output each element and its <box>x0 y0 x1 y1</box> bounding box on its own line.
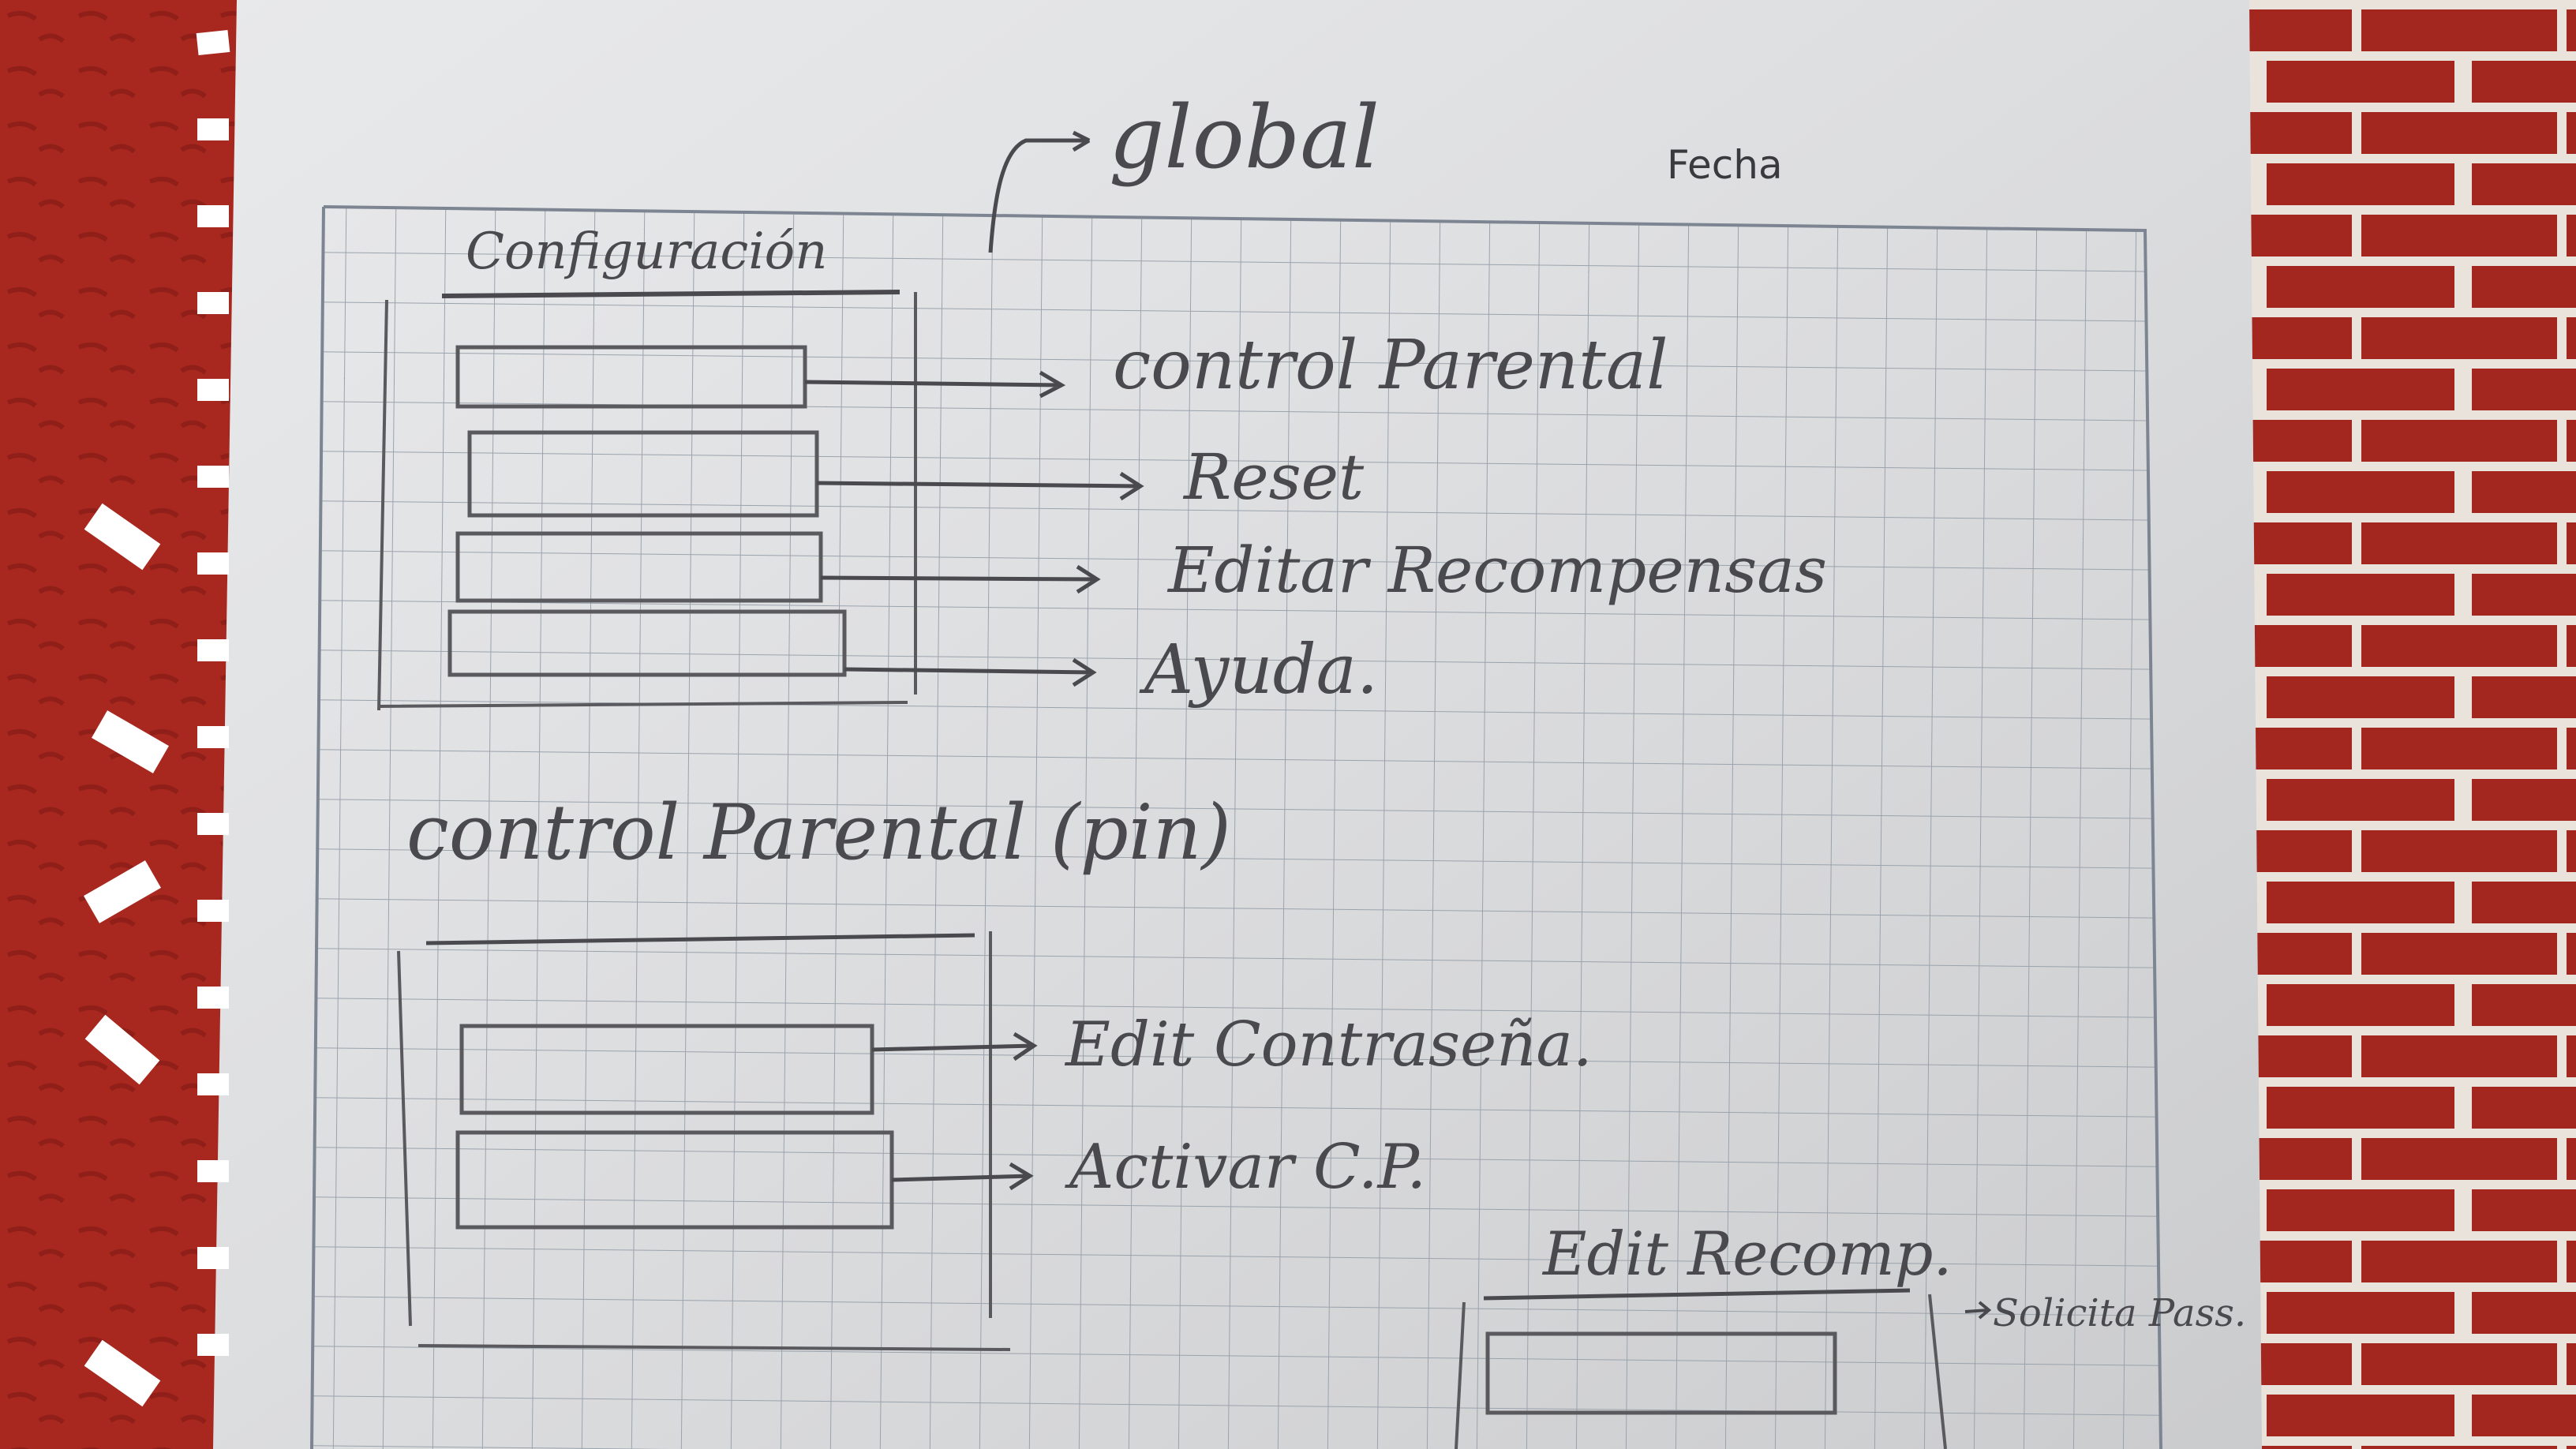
parental-section: control Parental (pin) Edit Contraseña. … <box>397 788 1593 1351</box>
config-section: Configuración control Parental Reset Edi… <box>377 223 1827 711</box>
recomp-title: Edit Recomp. <box>1541 1219 1953 1289</box>
config-item-4-arrow <box>844 657 1097 687</box>
fecha-label: Fecha <box>1667 142 1783 188</box>
config-item-1: control Parental <box>455 326 1668 409</box>
config-item-4-label: Ayuda. <box>1139 631 1378 710</box>
config-item-3-arrow <box>820 564 1101 594</box>
config-item-1-arrow <box>804 370 1066 399</box>
config-item-2-arrow <box>816 471 1144 501</box>
config-frame <box>377 292 917 711</box>
recomp-frame <box>1455 1294 1947 1449</box>
parental-item-1-box <box>459 1024 874 1115</box>
config-item-4: Ayuda. <box>447 609 1378 710</box>
parental-frame <box>397 931 1011 1351</box>
global-arrow <box>988 130 1091 253</box>
parental-title: control Parental (pin) <box>406 788 1231 877</box>
parental-item-1: Edit Contraseña. <box>459 1009 1593 1115</box>
config-item-4-box <box>447 609 847 677</box>
parental-item-1-arrow <box>871 1032 1038 1061</box>
config-item-3: Editar Recompensas <box>455 531 1827 607</box>
brick-fabric-right <box>2210 0 2576 1449</box>
config-item-3-label: Editar Recompensas <box>1166 534 1827 607</box>
recomp-section: Edit Recomp. Solicita Pass. <box>1455 1219 2246 1449</box>
config-item-2-box <box>467 430 819 518</box>
recomp-item-1-box <box>1485 1331 1837 1415</box>
parental-item-2: Activar C.P. <box>455 1130 1426 1230</box>
config-item-1-box <box>455 345 807 409</box>
config-title-underline <box>441 290 900 298</box>
config-item-3-box <box>455 531 823 603</box>
parental-top-line <box>425 933 975 945</box>
parental-item-2-arrow <box>891 1162 1034 1191</box>
global-annotation: global <box>988 87 1380 253</box>
global-note: global <box>1109 87 1380 188</box>
config-title: Configuración <box>466 223 827 281</box>
config-item-1-label: control Parental <box>1113 326 1668 405</box>
parental-item-2-label: Activar C.P. <box>1065 1132 1426 1203</box>
config-item-2-label: Reset <box>1182 440 1365 514</box>
recomp-item-1-arrow <box>1964 1301 1992 1320</box>
recomp-item-1-label: Solicita Pass. <box>1993 1291 2246 1335</box>
config-item-2: Reset <box>467 430 1365 518</box>
recomp-title-underline <box>1483 1288 1911 1301</box>
parental-item-1-label: Edit Contraseña. <box>1064 1009 1593 1080</box>
perforated-edge <box>84 29 230 1407</box>
